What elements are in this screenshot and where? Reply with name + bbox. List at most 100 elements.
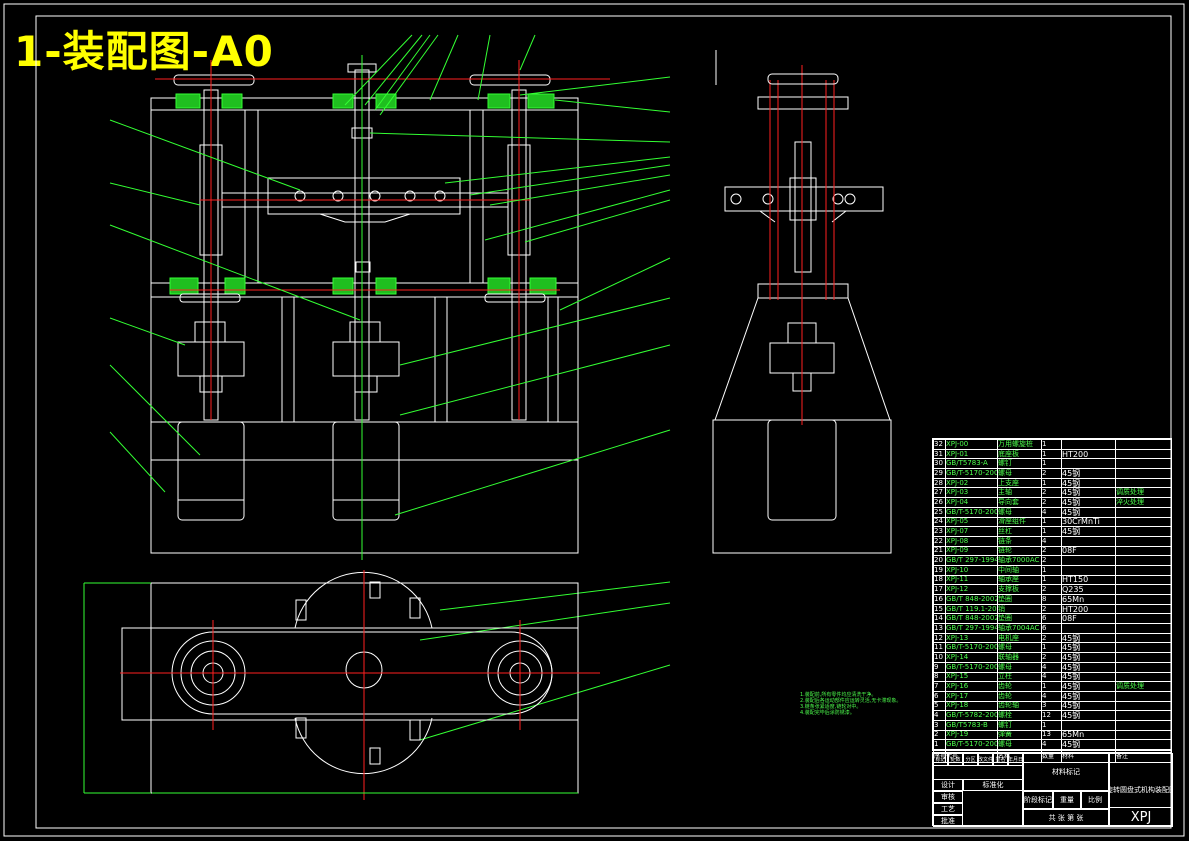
bom-cell-mat: 45钢 (1061, 661, 1116, 673)
bom-cell-qty: 2 (1041, 497, 1062, 508)
bom-cell-qty: 2 (1041, 603, 1062, 615)
bom-cell-name: 导向套 (997, 497, 1042, 508)
bom-cell-qty: 2 (1041, 468, 1062, 479)
bom-cell-note (1115, 506, 1172, 518)
bom-cell-code: XPJ-16 (945, 681, 998, 692)
bom-cell-mat (1061, 555, 1116, 566)
bom-cell-code: GB/T5783-B (945, 719, 998, 731)
bom-cell-name: 支撑板 (997, 584, 1042, 595)
technical-notes: 1.装配前,所有零件均应清洗干净。 2.装配后各运动部件应运转灵活,无卡滞现象。… (800, 692, 901, 716)
bom-cell-qty: 2 (1041, 487, 1062, 499)
bom-cell-note (1115, 526, 1172, 537)
bom-cell-code: XPJ-14 (945, 652, 998, 663)
front-chain (173, 74, 551, 303)
design-label: 设计 (933, 779, 963, 791)
bom-cell-no: 19 (933, 564, 946, 576)
bom-cell-name: 联轴器 (997, 652, 1042, 663)
bom-cell-code: XPJ-01 (945, 448, 998, 460)
bom-cell-note (1115, 516, 1172, 528)
bom-cell-name: 螺母 (997, 642, 1042, 654)
bom-cell-qty: 2 (1041, 652, 1062, 663)
bom-cell-mat: Q235 (1061, 584, 1116, 595)
bom-cell-name: 主轴 (997, 487, 1042, 499)
bom-cell-mat: 45钢 (1061, 632, 1116, 644)
bom-cell-note (1115, 535, 1172, 547)
bom-cell-mat: 45钢 (1061, 710, 1116, 721)
bom-cell-note (1115, 594, 1172, 605)
bom-cell-no: 25 (933, 506, 946, 518)
bom-cell-name: 链轮 (997, 545, 1042, 557)
bom-cell-qty: 4 (1041, 535, 1062, 547)
bom-cell-no: 4 (933, 710, 946, 721)
bom-cell-name: 齿轮 (997, 681, 1042, 692)
bom-cell-no: 27 (933, 487, 946, 499)
bom-cell-code: GB/T-5782-2000 (945, 710, 998, 721)
bom-cell-name: 螺母 (997, 739, 1042, 750)
bom-cell-no: 13 (933, 623, 946, 634)
bom-cell-mat (1061, 623, 1116, 634)
bom-cell-no: 16 (933, 594, 946, 605)
note-line: 2.装配后各运动部件应运转灵活,无卡滞现象。 (800, 698, 902, 704)
side-centerlines (769, 65, 835, 425)
bom-cell-code: GB/T-5170-2000 (945, 506, 998, 518)
rev-col: 更改文件号 (978, 753, 993, 766)
top-view (121, 571, 579, 794)
bom-cell-no: 15 (933, 603, 946, 615)
bom-cell-name: 销 (997, 603, 1042, 615)
bom-cell-code: XPJ-11 (945, 574, 998, 586)
bom-cell-no: 12 (933, 632, 946, 644)
bom-cell-note (1115, 458, 1172, 470)
bom-cell-name: 螺母 (997, 468, 1042, 479)
bom-cell-note (1115, 642, 1172, 654)
bom-cell-no: 10 (933, 652, 946, 663)
bom-cell-mat: 45钢 (1061, 477, 1116, 489)
drawing-code: XPJ (1109, 807, 1173, 827)
bom-cell-code: XPJ-08 (945, 535, 998, 547)
front-centerlines (155, 55, 610, 420)
bom-cell-mat: 45钢 (1061, 497, 1116, 508)
process-label: 工艺 (933, 803, 963, 815)
bom-cell-qty: 2 (1041, 632, 1062, 644)
bom-cell-no: 23 (933, 526, 946, 537)
bom-cell-mat: 45钢 (1061, 526, 1116, 537)
bom-cell-mat: 45钢 (1061, 681, 1116, 692)
bom-cell-no: 5 (933, 700, 946, 712)
bom-cell-code: XPJ-10 (945, 564, 998, 576)
bom-cell-note: 调质处理 (1115, 681, 1172, 692)
bom-cell-code: XPJ-00 (945, 439, 998, 450)
bom-cell-code: XPJ-15 (945, 671, 998, 683)
bom-cell-name: 齿轮 (997, 690, 1042, 702)
note-line: 1.装配前,所有零件均应清洗干净。 (800, 692, 877, 698)
scale-label: 比例 (1081, 791, 1109, 809)
bom-cell-no: 31 (933, 448, 946, 460)
bom-cell-mat (1061, 719, 1116, 731)
bom-cell-qty: 1 (1041, 642, 1062, 654)
bom-cell-note (1115, 584, 1172, 595)
bom-cell-name: 丝杠 (997, 526, 1042, 537)
bom-cell-code: GB/T 848-2002 (945, 613, 998, 625)
bom-cell-mat: 65Mn (1061, 729, 1116, 741)
bom-cell-mat: 30CrMnTi (1061, 516, 1116, 528)
bom-cell-note (1115, 632, 1172, 644)
top-centerlines (120, 570, 600, 800)
rev-col: 标记 (933, 753, 948, 766)
bom-cell-name: 立柱 (997, 671, 1042, 683)
bom-cell-code: GB/T 119.1-2000 (945, 603, 998, 615)
bom-cell-name: 底座板 (997, 448, 1042, 460)
bom-cell-name: 齿轮轴 (997, 700, 1042, 712)
bom-cell-note (1115, 603, 1172, 615)
bom-cell-note (1115, 700, 1172, 712)
bom-cell-no: 9 (933, 661, 946, 673)
drawing-title: 1-装配图-A0 (14, 27, 274, 76)
